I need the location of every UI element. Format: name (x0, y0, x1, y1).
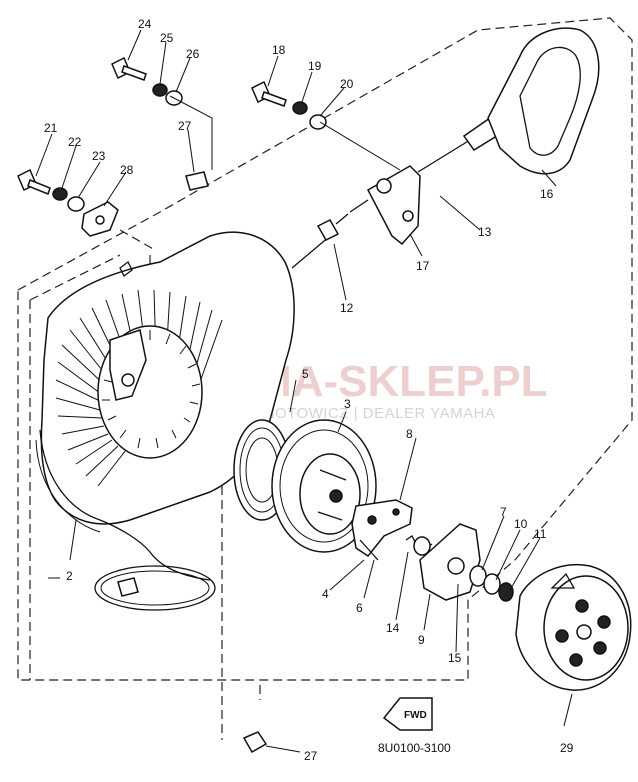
starter-handle-part-16 (487, 27, 600, 175)
callout-23: 23 (92, 149, 106, 163)
guide-plate-part-17 (349, 165, 421, 246)
washer-part-23 (67, 196, 85, 212)
fwd-arrow-icon: FWD (382, 697, 433, 731)
callout-27-lower: 27 (304, 749, 318, 763)
washers-parts-7-10-11 (469, 565, 514, 602)
callout-2: 2 (66, 569, 73, 583)
washer-part-22 (52, 187, 68, 201)
callout-18: 18 (272, 43, 286, 57)
callout-6: 6 (356, 601, 363, 615)
washer-part-20 (309, 114, 327, 130)
bolt-part-21 (17, 168, 51, 195)
callout-15: 15 (448, 651, 462, 665)
callout-12: 12 (340, 301, 354, 315)
fwd-label: FWD (404, 710, 427, 721)
nut-part-27-lower (242, 731, 268, 754)
pulley-assembly (233, 419, 377, 553)
callout-13: 13 (478, 225, 492, 239)
callout-16: 16 (540, 187, 554, 201)
starter-cup-part-29 (515, 564, 632, 691)
callout-28: 28 (120, 163, 134, 177)
callout-numbers: 24 25 26 18 19 20 21 22 23 28 27 16 13 1… (44, 17, 574, 763)
bolt-part-18 (251, 80, 287, 107)
nut-part-27-upper (185, 171, 209, 191)
clip-hole (95, 215, 105, 225)
callout-5: 5 (302, 367, 309, 381)
callout-4: 4 (322, 587, 329, 601)
assembly-frame (17, 17, 633, 740)
starter-rope-part-13 (417, 116, 502, 173)
cable-part-12 (291, 213, 349, 269)
callout-11: 11 (534, 527, 547, 541)
bolt-part-24 (111, 56, 147, 81)
callout-19: 19 (308, 59, 322, 73)
callout-10: 10 (514, 517, 528, 531)
callout-14: 14 (386, 621, 400, 635)
spring-part-14 (405, 535, 433, 556)
callout-17: 17 (416, 259, 430, 273)
callout-7: 7 (500, 505, 507, 519)
washer-part-19 (292, 101, 308, 115)
callout-9: 9 (418, 633, 425, 647)
callout-8: 8 (406, 427, 413, 441)
callout-20: 20 (340, 77, 354, 91)
friction-plate-part-9 (419, 523, 481, 601)
callout-22: 22 (68, 135, 82, 149)
callout-29: 29 (560, 741, 574, 755)
diagram-code: 8U0100-3100 (378, 741, 451, 755)
callout-25: 25 (160, 31, 174, 45)
callout-26: 26 (186, 47, 200, 61)
leader-lines (35, 29, 573, 753)
callout-24: 24 (138, 17, 152, 31)
callout-27-upper: 27 (178, 119, 192, 133)
washer-part-25 (152, 83, 168, 97)
callout-3: 3 (344, 397, 351, 411)
callout-21: 21 (44, 121, 58, 135)
pawl-part-8 (351, 499, 413, 561)
starter-case-part-2 (35, 231, 295, 611)
